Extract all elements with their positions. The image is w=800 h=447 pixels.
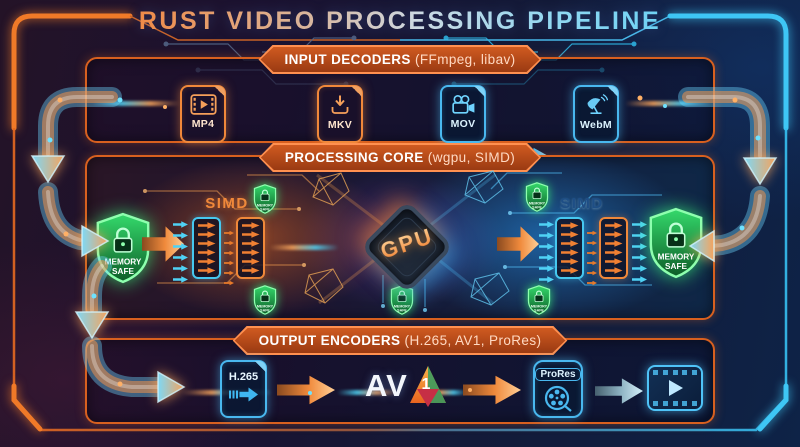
mov-format-card: MOV bbox=[440, 85, 486, 143]
page-fold bbox=[474, 86, 485, 97]
input-header-note: (FFmpeg, libav) bbox=[415, 52, 516, 67]
data-streak bbox=[427, 390, 467, 395]
output-encoders-header: OUTPUT ENCODERS (H.265, AV1, ProRes) bbox=[233, 326, 568, 355]
svg-text:SAFE: SAFE bbox=[260, 207, 270, 211]
play-icon bbox=[669, 380, 683, 396]
simd-output-arrows bbox=[632, 220, 647, 284]
svg-text:SAFE: SAFE bbox=[112, 267, 134, 276]
memory-safe-shield-small: MEMORY SAFE bbox=[524, 182, 550, 217]
output-encoders-section: OUTPUT ENCODERS (H.265, AV1, ProRes) H.2… bbox=[85, 338, 715, 424]
flow-arrow-icon bbox=[277, 375, 335, 405]
simd-connector-arrows bbox=[587, 229, 597, 287]
memory-safe-shield-small: MEMORY SAFE bbox=[252, 184, 278, 219]
format-label: WebM bbox=[580, 119, 612, 131]
encoder-label: H.265 bbox=[228, 371, 259, 383]
webm-format-card: WebM bbox=[573, 85, 619, 143]
svg-text:MEMORY: MEMORY bbox=[531, 304, 548, 308]
film-reel-icon bbox=[544, 385, 572, 412]
simd-connector-arrows bbox=[224, 229, 234, 287]
memory-safe-shield-small: MEMORY SAFE bbox=[389, 285, 415, 320]
download-file-icon bbox=[331, 95, 349, 114]
gpu-chip: GPU bbox=[357, 197, 457, 297]
simd-input-arrows bbox=[173, 220, 188, 284]
memory-safe-shield: MEMORY SAFE bbox=[645, 207, 707, 284]
video-camera-file-icon bbox=[452, 94, 475, 114]
simd-label-left: SIMD bbox=[205, 195, 249, 212]
flow-arrow-icon bbox=[497, 226, 539, 262]
shield-lock-icon: MEMORY SAFE bbox=[253, 184, 277, 214]
output-header-note: (H.265, AV1, ProRes) bbox=[404, 333, 542, 348]
input-header-label: INPUT DECODERS bbox=[284, 52, 411, 67]
data-streak bbox=[92, 101, 180, 106]
shield-lock-icon: MEMORY SAFE bbox=[390, 285, 414, 315]
mkv-format-card: MKV bbox=[317, 85, 363, 143]
svg-text:SAFE: SAFE bbox=[397, 308, 407, 312]
av1-encoder-logo: AV 1 bbox=[365, 364, 447, 408]
h265-encoder-card: H.265 bbox=[220, 360, 267, 418]
data-streak bbox=[269, 245, 339, 250]
shield-lock-icon: MEMORY SAFE bbox=[525, 182, 549, 212]
processing-core-header: PROCESSING CORE (wgpu, SIMD) bbox=[259, 143, 541, 172]
format-label: MP4 bbox=[191, 118, 215, 130]
svg-text:MEMORY: MEMORY bbox=[529, 201, 546, 205]
svg-text:MEMORY: MEMORY bbox=[105, 257, 142, 266]
page-title: RUST VIDEO PROCESSING PIPELINE bbox=[0, 7, 800, 36]
svg-text:SAFE: SAFE bbox=[534, 308, 544, 312]
svg-text:SAFE: SAFE bbox=[532, 205, 542, 209]
simd-input-arrows bbox=[539, 220, 554, 284]
encoder-label: ProRes bbox=[535, 368, 581, 381]
flow-arrow-icon bbox=[463, 375, 521, 405]
format-label: MKV bbox=[327, 119, 353, 131]
simd-lane bbox=[236, 217, 265, 279]
shield-lock-icon: MEMORY SAFE bbox=[649, 207, 703, 279]
data-streak bbox=[625, 101, 711, 106]
svg-text:SAFE: SAFE bbox=[260, 308, 270, 312]
input-decoders-section: INPUT DECODERS (FFmpeg, libav) MP4 MKV bbox=[85, 57, 715, 177]
memory-safe-shield-small: MEMORY SAFE bbox=[526, 285, 552, 320]
svg-text:MEMORY: MEMORY bbox=[257, 304, 274, 308]
page-fold bbox=[255, 361, 266, 372]
film-perforations bbox=[653, 370, 697, 375]
data-streak bbox=[337, 390, 397, 395]
shield-lock-icon: MEMORY SAFE bbox=[253, 285, 277, 315]
svg-text:MEMORY: MEMORY bbox=[394, 304, 411, 308]
flow-arrow-icon bbox=[595, 378, 643, 404]
processing-core-section: PROCESSING CORE (wgpu, SIMD) bbox=[85, 155, 715, 320]
svg-text:SAFE: SAFE bbox=[665, 262, 687, 271]
page-fold bbox=[214, 86, 225, 97]
mp4-format-card: MP4 bbox=[180, 85, 226, 143]
page-fold bbox=[351, 86, 362, 97]
av1-label-prefix: AV bbox=[365, 368, 408, 403]
simd-lane bbox=[599, 217, 628, 279]
prores-encoder-card: ProRes bbox=[533, 360, 583, 418]
core-header-note: (wgpu, SIMD) bbox=[427, 150, 516, 165]
av1-logo: 1 bbox=[409, 366, 446, 407]
core-header-label: PROCESSING CORE bbox=[284, 150, 424, 165]
memory-safe-shield-small: MEMORY SAFE bbox=[252, 285, 278, 320]
simd-lane bbox=[192, 217, 221, 279]
video-player-icon bbox=[647, 365, 703, 411]
film-perforations bbox=[653, 401, 697, 406]
output-header-label: OUTPUT ENCODERS bbox=[258, 333, 401, 348]
input-decoders-header: INPUT DECODERS (FFmpeg, libav) bbox=[258, 45, 541, 74]
film-play-file-icon bbox=[189, 94, 217, 115]
svg-text:MEMORY: MEMORY bbox=[658, 252, 695, 261]
page-fold bbox=[607, 86, 618, 97]
satellite-dish-file-icon bbox=[587, 94, 608, 115]
h265-stream-arrow-icon bbox=[228, 387, 258, 402]
simd-lane bbox=[555, 217, 584, 279]
format-label: MOV bbox=[450, 118, 476, 130]
shield-lock-icon: MEMORY SAFE bbox=[527, 285, 551, 315]
svg-text:1: 1 bbox=[421, 376, 430, 393]
svg-text:MEMORY: MEMORY bbox=[257, 203, 274, 207]
simd-label-right: SIMD bbox=[560, 195, 604, 212]
